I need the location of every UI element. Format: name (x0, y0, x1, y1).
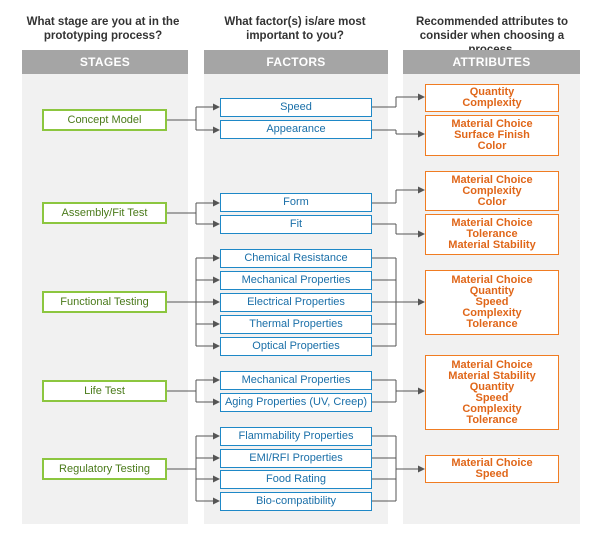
attribute-line: Complexity (462, 97, 522, 109)
stage-question: What stage are you at in the prototyping… (26, 16, 180, 42)
attributes-form: Material Choice Complexity Color (425, 171, 559, 211)
attribute-line: Tolerance (466, 413, 518, 426)
attribute-line: Speed (475, 468, 509, 480)
attribute-line: Material Choice (451, 358, 533, 371)
stage-assembly-fit-test: Assembly/Fit Test (42, 202, 167, 224)
factor-food-rating: Food Rating (220, 470, 372, 489)
factor-mechanical-properties-life: Mechanical Properties (220, 371, 372, 390)
attributes-life: Material Choice Material Stability Quant… (425, 355, 559, 430)
attribute-line: Quantity (469, 86, 515, 98)
attribute-line: Material Choice (451, 217, 533, 229)
stage-regulatory-testing: Regulatory Testing (42, 458, 167, 480)
factor-fit: Fit (220, 215, 372, 234)
attribute-line: Color (477, 140, 507, 152)
factor-appearance: Appearance (220, 120, 372, 139)
factor-thermal-properties: Thermal Properties (220, 315, 372, 334)
attribute-line: Complexity (462, 402, 522, 415)
attribute-line: Material Choice (451, 173, 533, 186)
stages-header: STAGES (22, 50, 188, 74)
stage-concept-model: Concept Model (42, 109, 167, 131)
attribute-line: Material Stability (448, 369, 536, 382)
attributes-speed: Quantity Complexity (425, 84, 559, 112)
attribute-line: Material Choice (451, 274, 533, 286)
attribute-line: Material Stability (448, 239, 536, 251)
factors-header: FACTORS (204, 50, 388, 74)
attribute-line: Tolerance (466, 228, 518, 240)
attributes-header: ATTRIBUTES (403, 50, 580, 74)
attribute-line: Quantity (469, 380, 515, 393)
attribute-line: Surface Finish (454, 129, 530, 141)
factor-flammability-properties: Flammability Properties (220, 427, 372, 446)
factor-aging-properties: Aging Properties (UV, Creep) (220, 393, 372, 412)
factor-optical-properties: Optical Properties (220, 337, 372, 356)
attributes-fit: Material Choice Tolerance Material Stabi… (425, 214, 559, 255)
factor-mechanical-properties: Mechanical Properties (220, 271, 372, 290)
attribute-line: Complexity (462, 184, 522, 197)
factor-question: What factor(s) is/are most important to … (224, 16, 366, 42)
factor-emi-rfi-properties: EMI/RFI Properties (220, 449, 372, 468)
factor-bio-compatibility: Bio-compatibility (220, 492, 372, 511)
factor-speed: Speed (220, 98, 372, 117)
attributes-functional: Material Choice Quantity Speed Complexit… (425, 270, 559, 335)
attribute-line: Tolerance (466, 318, 518, 330)
stage-functional-testing: Functional Testing (42, 291, 167, 313)
attributes-appearance: Material Choice Surface Finish Color (425, 115, 559, 156)
factor-electrical-properties: Electrical Properties (220, 293, 372, 312)
attribute-line: Material Choice (451, 457, 533, 469)
attribute-line: Color (477, 195, 507, 208)
attribute-line: Material Choice (451, 118, 533, 130)
factor-chemical-resistance: Chemical Resistance (220, 249, 372, 268)
attribute-line: Speed (475, 391, 509, 404)
attribute-line: Quantity (469, 285, 515, 297)
attribute-line: Complexity (462, 307, 522, 319)
stage-life-test: Life Test (42, 380, 167, 402)
attributes-regulatory: Material Choice Speed (425, 455, 559, 483)
attribute-line: Speed (475, 296, 509, 308)
factor-form: Form (220, 193, 372, 212)
